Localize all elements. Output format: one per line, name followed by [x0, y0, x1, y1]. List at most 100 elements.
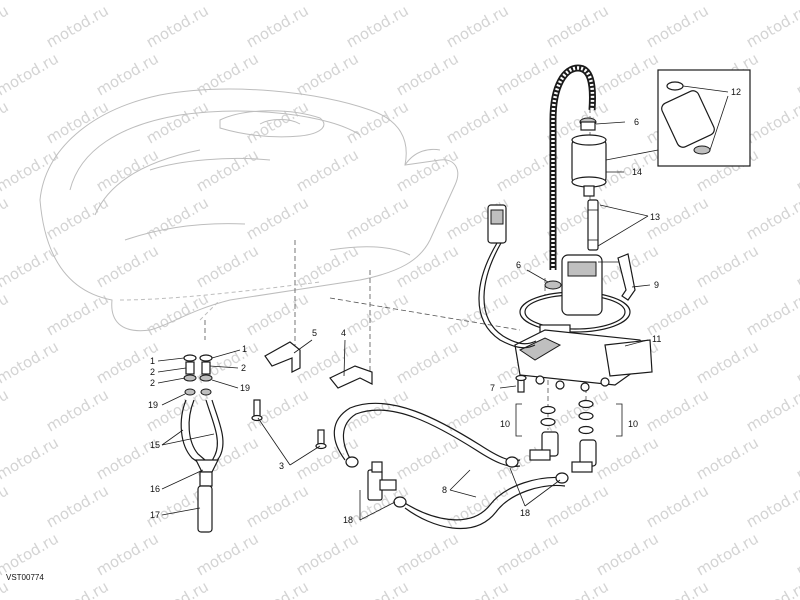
watermark-text: motod.ru: [743, 289, 800, 339]
watermark-text: motod.ru: [0, 289, 12, 339]
watermark-text: motod.ru: [593, 529, 662, 579]
watermark-text: motod.ru: [543, 1, 612, 51]
watermark-text: motod.ru: [293, 529, 362, 579]
watermark-text: motod.ru: [243, 385, 312, 435]
filter-hose: [587, 199, 599, 251]
watermark-text: motod.ru: [143, 289, 212, 339]
watermark-text: motod.ru: [0, 385, 12, 435]
watermark-text: motod.ru: [0, 193, 12, 243]
callout-9: 9: [654, 280, 659, 290]
watermark-text: motod.ru: [243, 481, 312, 531]
vent-hose: [549, 64, 596, 270]
watermark-text: motod.ru: [193, 241, 262, 291]
callout-19-left: 19: [148, 400, 158, 410]
callout-1-right: 1: [242, 344, 247, 354]
callout-6-pump: 6: [516, 260, 521, 270]
watermark-text: motod.ru: [93, 49, 162, 99]
watermark-text: motod.ru: [293, 145, 362, 195]
mounting-screw: [515, 374, 527, 393]
callout-17: 17: [150, 510, 160, 520]
watermark-text: motod.ru: [593, 433, 662, 483]
watermark-text: motod.ru: [693, 433, 762, 483]
watermark-text: motod.ru: [143, 1, 212, 51]
watermark-text: motod.ru: [43, 1, 112, 51]
watermark-text: motod.ru: [793, 49, 800, 99]
watermark-text: motod.ru: [343, 289, 412, 339]
watermark-text: motod.ru: [793, 433, 800, 483]
drawing-code: VST00774: [6, 573, 44, 582]
watermark-text: motod.ru: [793, 241, 800, 291]
watermark-text: motod.ru: [193, 145, 262, 195]
watermark-text: motod.ru: [393, 529, 462, 579]
watermark-text: motod.ru: [643, 1, 712, 51]
watermark-text: motod.ru: [443, 1, 512, 51]
watermark-text: motod.ru: [0, 577, 12, 600]
watermark-text: motod.ru: [743, 1, 800, 51]
callout-1-left: 1: [150, 356, 155, 366]
callout-5: 5: [312, 328, 317, 338]
watermark-text: motod.ru: [43, 97, 112, 147]
watermark-text: motod.ru: [743, 577, 800, 600]
watermark-text: motod.ru: [0, 97, 12, 147]
callout-3: 3: [279, 461, 284, 471]
callout-19-right: 19: [240, 383, 250, 393]
callout-7: 7: [490, 383, 495, 393]
watermark-text: motod.ru: [143, 193, 212, 243]
callout-4: 4: [341, 328, 346, 338]
watermark-text: motod.ru: [643, 577, 712, 600]
hose-clamp-top: [579, 117, 597, 131]
drain-hoses: [180, 399, 224, 533]
hose-clamp-pump: [544, 280, 562, 290]
fuel-fittings: [529, 431, 597, 473]
watermark-text: motod.ru: [243, 193, 312, 243]
watermark-text: motod.ru: [343, 1, 412, 51]
callout-18-left: 18: [343, 515, 353, 525]
watermark-text: motod.ru: [0, 145, 62, 195]
callout-2-right: 2: [241, 363, 246, 373]
callout-8: 8: [442, 485, 447, 495]
watermark-text: motod.ru: [243, 289, 312, 339]
watermark-text: motod.ru: [743, 481, 800, 531]
callout-labels: 1 1 2 2 2 19 19 15 16 17 3 4 5 6 6 7 8 9…: [148, 87, 741, 525]
fuel-pump-assembly: [514, 254, 653, 392]
o-rings: [540, 399, 594, 435]
watermark-text: motod.ru: [0, 1, 12, 51]
pump-bracket: [617, 253, 636, 301]
fuel-filter: [571, 134, 607, 197]
watermark-text: motod.ru: [593, 49, 662, 99]
watermark-text: motod.ru: [643, 289, 712, 339]
watermark-text: motod.ru: [143, 97, 212, 147]
callout-6-top: 6: [634, 117, 639, 127]
watermark-text: motod.ru: [0, 49, 62, 99]
watermark-text: motod.ru: [93, 145, 162, 195]
watermark-text: motod.ru: [243, 577, 312, 600]
watermark-text: motod.ru: [93, 241, 162, 291]
callout-11: 11: [652, 334, 661, 344]
pump-connector: [478, 204, 537, 349]
watermark-text: motod.ru: [693, 241, 762, 291]
callout-2-left: 2: [150, 367, 155, 377]
watermark-text: motod.ru: [293, 49, 362, 99]
filter-detail-inset: [605, 69, 751, 167]
watermark-text: motod.ru: [43, 193, 112, 243]
watermark-text: motod.ru: [143, 577, 212, 600]
watermark-text: motod.ru: [793, 145, 800, 195]
watermark-text: motod.ru: [43, 385, 112, 435]
watermark-text: motod.ru: [743, 385, 800, 435]
callout-13: 13: [650, 212, 660, 222]
watermark-text: motod.ru: [793, 337, 800, 387]
watermark-text: motod.ru: [743, 97, 800, 147]
drain-fittings: [183, 354, 213, 396]
watermark-text: motod.ru: [443, 97, 512, 147]
tank-brackets: [264, 341, 373, 389]
watermark-text: motod.ru: [0, 529, 62, 579]
callout-15: 15: [150, 440, 160, 450]
watermark-text: motod.ru: [393, 433, 462, 483]
watermark-text: motod.ru: [43, 481, 112, 531]
watermark-text: motod.ru: [443, 289, 512, 339]
watermark-text: motod.ru: [493, 529, 562, 579]
watermark-text: motod.ru: [0, 481, 12, 531]
callout-14: 14: [632, 167, 642, 177]
